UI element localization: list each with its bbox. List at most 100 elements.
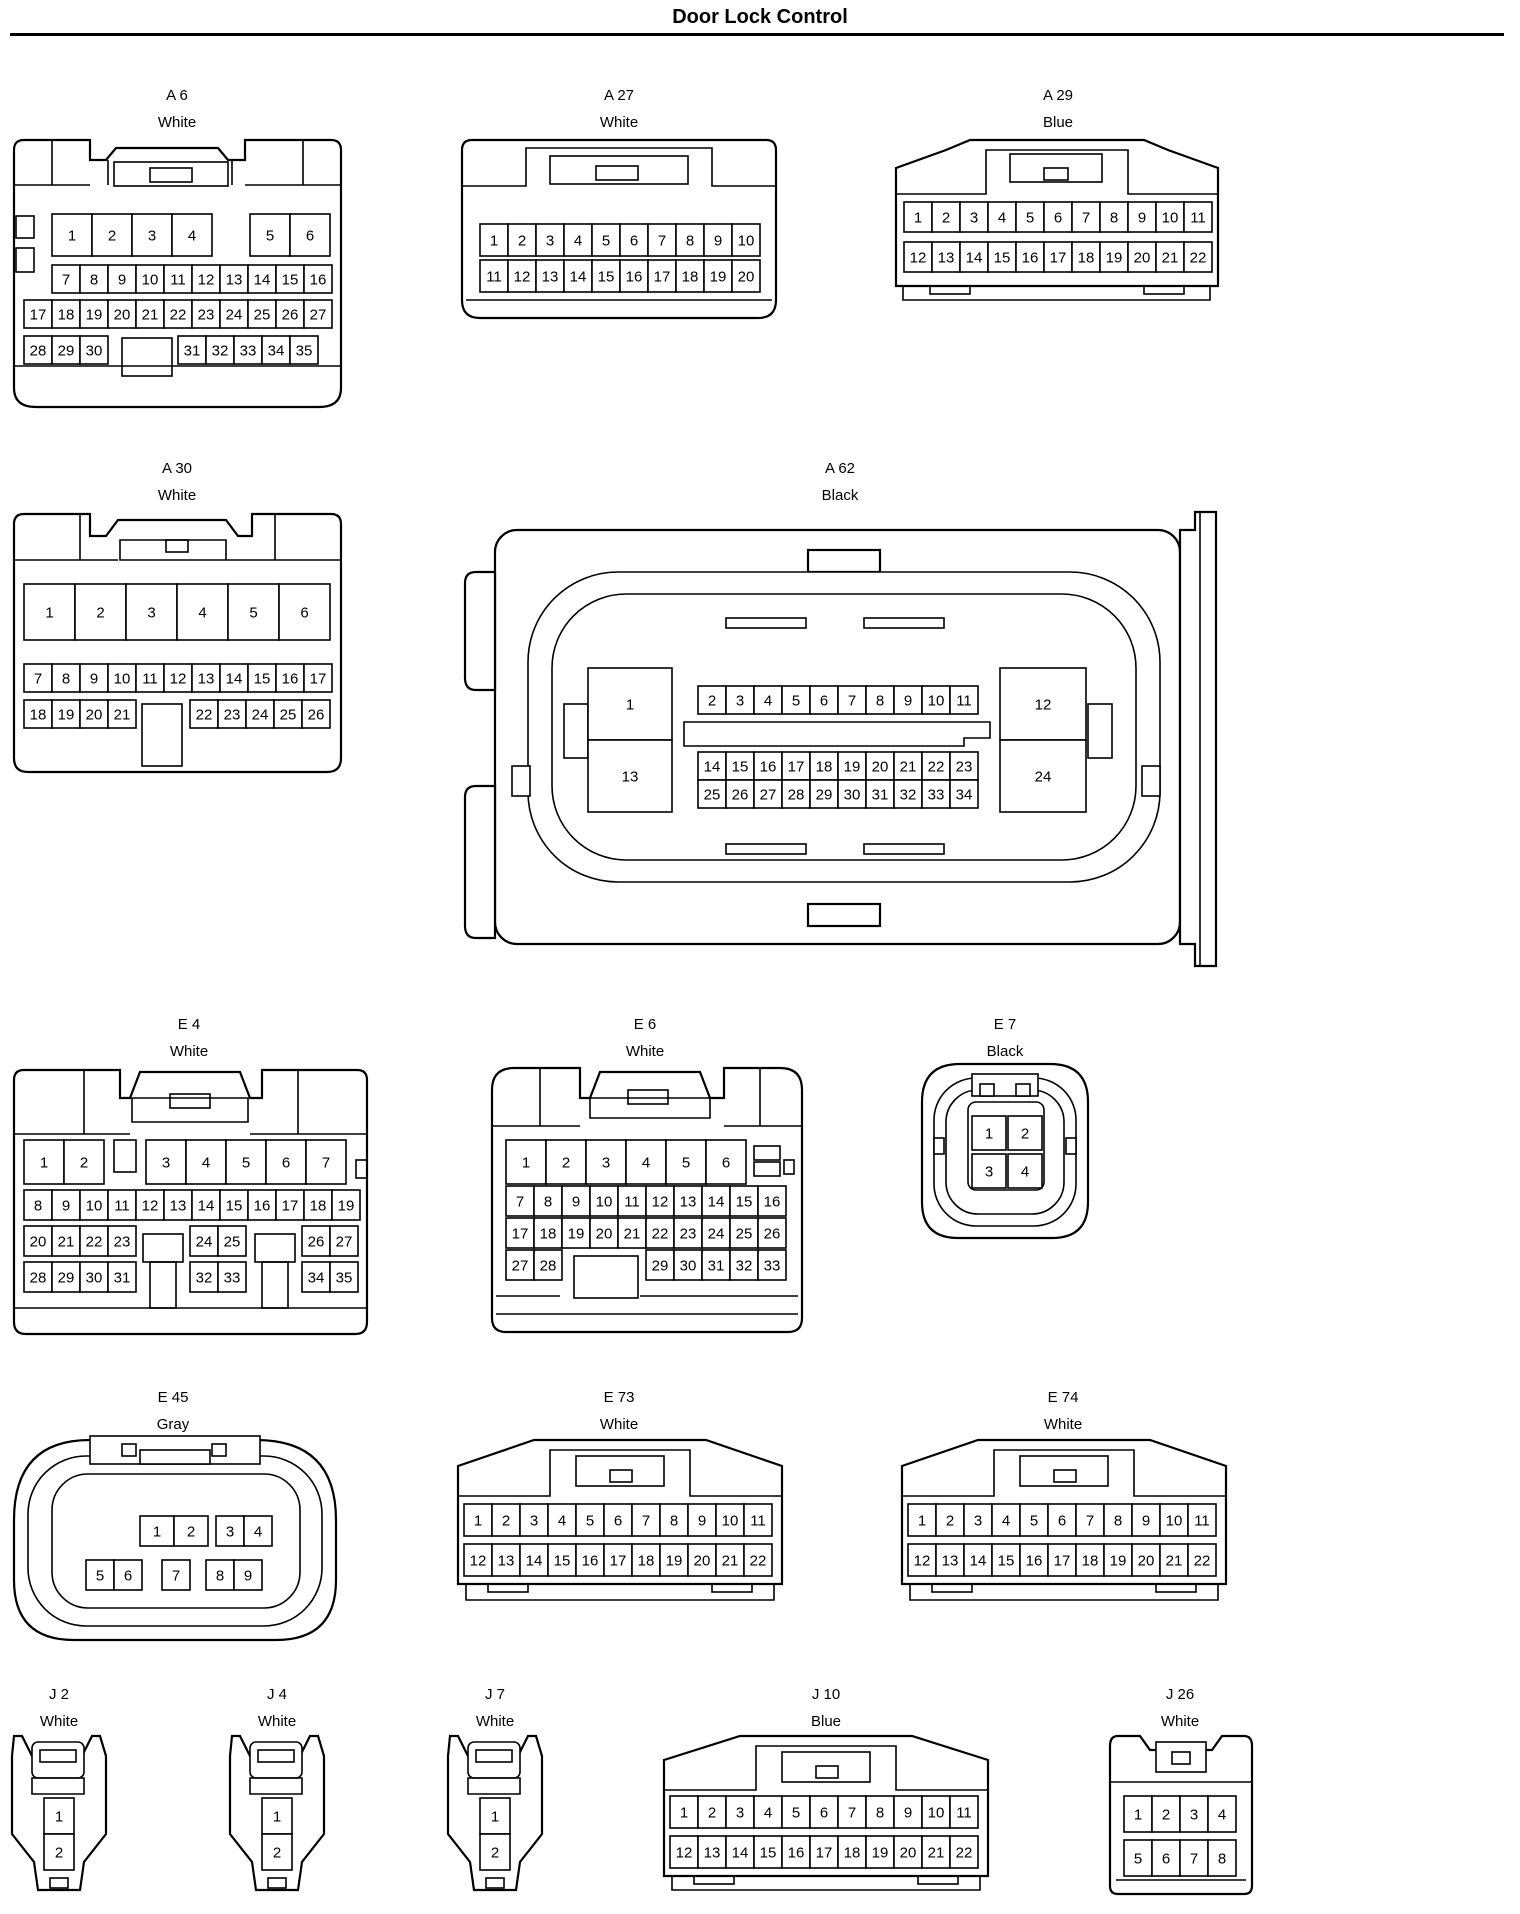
- pin-number: 21: [928, 1845, 945, 1862]
- title-rule: [10, 33, 1504, 36]
- pin-number: 13: [498, 1553, 515, 1570]
- pin-number: 9: [698, 1513, 706, 1530]
- pin-cell: [1127, 201, 1157, 233]
- pin-cell: [631, 1543, 661, 1577]
- pin-number: 3: [970, 210, 978, 227]
- pin-cell: [645, 1185, 675, 1217]
- pin-number: 12: [914, 1553, 931, 1570]
- pin-number: 12: [170, 671, 187, 688]
- pin-number: 21: [58, 1234, 75, 1251]
- pin-number: 19: [666, 1553, 683, 1570]
- pin-cell: [261, 335, 291, 365]
- pin-cell: [731, 259, 761, 293]
- pin-cell: [809, 685, 839, 715]
- pin-cell: [79, 663, 109, 693]
- pin-number: 6: [630, 233, 638, 250]
- pin-cell: [303, 663, 333, 693]
- pin-number: 5: [1134, 1851, 1142, 1868]
- connector-a30-color: White: [158, 487, 196, 504]
- pin-cell: [163, 299, 193, 329]
- pin-cell: [1131, 1503, 1161, 1537]
- pin-number: 5: [792, 1805, 800, 1822]
- pin-cell: [233, 1559, 263, 1591]
- pin-cell: [865, 779, 895, 809]
- pin-number: 33: [764, 1258, 781, 1275]
- pin-number: 18: [1078, 250, 1095, 267]
- pin-number: 1: [55, 1809, 63, 1826]
- pin-number: 14: [226, 671, 243, 688]
- pin-cell: [921, 751, 951, 781]
- pin-number: 14: [254, 272, 271, 289]
- pin-number: 13: [680, 1194, 697, 1211]
- pin-number: 23: [224, 707, 241, 724]
- pin-cell: [585, 1139, 627, 1185]
- pin-cell: [161, 1559, 191, 1591]
- pin-cell: [505, 1139, 547, 1185]
- pin-number: 6: [820, 693, 828, 710]
- pin-number: 2: [1162, 1807, 1170, 1824]
- pin-cell: [1099, 241, 1129, 273]
- pin-number: 4: [764, 693, 772, 710]
- pin-cell: [781, 1835, 811, 1869]
- pin-cell: [903, 201, 933, 233]
- pin-cell: [505, 1185, 535, 1217]
- pin-number: 12: [514, 269, 531, 286]
- pin-number: 8: [1110, 210, 1118, 227]
- connector-a29-color: Blue: [1043, 114, 1073, 131]
- pin-cell: [303, 299, 333, 329]
- pin-cell: [163, 1189, 193, 1221]
- pin-number: 13: [170, 1198, 187, 1215]
- pin-number: 11: [624, 1194, 640, 1211]
- pin-number: 23: [114, 1234, 131, 1251]
- pin-number: 31: [114, 1270, 131, 1287]
- pin-number: 5: [602, 233, 610, 250]
- pin-number: 10: [1166, 1513, 1183, 1530]
- page-title: Door Lock Control: [672, 6, 848, 28]
- connector-e6-code: E 6: [634, 1016, 657, 1033]
- pin-number: 1: [985, 1126, 993, 1143]
- pin-cell: [189, 699, 219, 729]
- pin-number: 4: [1002, 1513, 1010, 1530]
- pin-cell: [243, 1515, 273, 1547]
- pin-cell: [535, 223, 565, 257]
- pin-cell: [1159, 1543, 1189, 1577]
- pin-number: 10: [928, 1805, 945, 1822]
- pin-cell: [963, 1503, 993, 1537]
- pin-number: 5: [96, 1568, 104, 1585]
- pin-cell: [673, 1217, 703, 1249]
- pin-cell: [233, 335, 263, 365]
- pin-number: 5: [586, 1513, 594, 1530]
- pin-cell: [1015, 201, 1045, 233]
- pin-number: 8: [876, 1805, 884, 1822]
- pin-number: 6: [282, 1155, 290, 1172]
- pin-number: 17: [788, 759, 805, 776]
- pin-number: 20: [30, 1234, 47, 1251]
- pin-number: 2: [491, 1845, 499, 1862]
- pin-cell: [219, 264, 249, 294]
- pin-cell: [669, 1835, 699, 1869]
- pin-number: 2: [708, 1805, 716, 1822]
- pin-cell: [1179, 1795, 1209, 1833]
- pin-number: 4: [764, 1805, 772, 1822]
- pin-cell: [51, 699, 81, 729]
- pin-number: 19: [58, 707, 75, 724]
- pin-number: 22: [1194, 1553, 1211, 1570]
- pin-cell: [79, 1261, 109, 1293]
- pin-number: 8: [216, 1568, 224, 1585]
- pin-number: 17: [654, 269, 671, 286]
- pin-number: 31: [184, 343, 201, 360]
- pin-cell: [163, 663, 193, 693]
- connector-a29-code: A 29: [1043, 87, 1073, 104]
- pin-cell: [589, 1185, 619, 1217]
- pin-cell: [107, 699, 137, 729]
- connector-e73-code: E 73: [604, 1389, 635, 1406]
- pin-number: 2: [502, 1513, 510, 1530]
- pin-cell: [135, 1189, 165, 1221]
- pin-cell: [971, 1153, 1007, 1189]
- pin-number: 2: [187, 1524, 195, 1541]
- pin-cell: [865, 685, 895, 715]
- pin-number: 32: [900, 787, 917, 804]
- pin-cell: [303, 264, 333, 294]
- pin-number: 5: [242, 1155, 250, 1172]
- pin-number: 3: [148, 228, 156, 245]
